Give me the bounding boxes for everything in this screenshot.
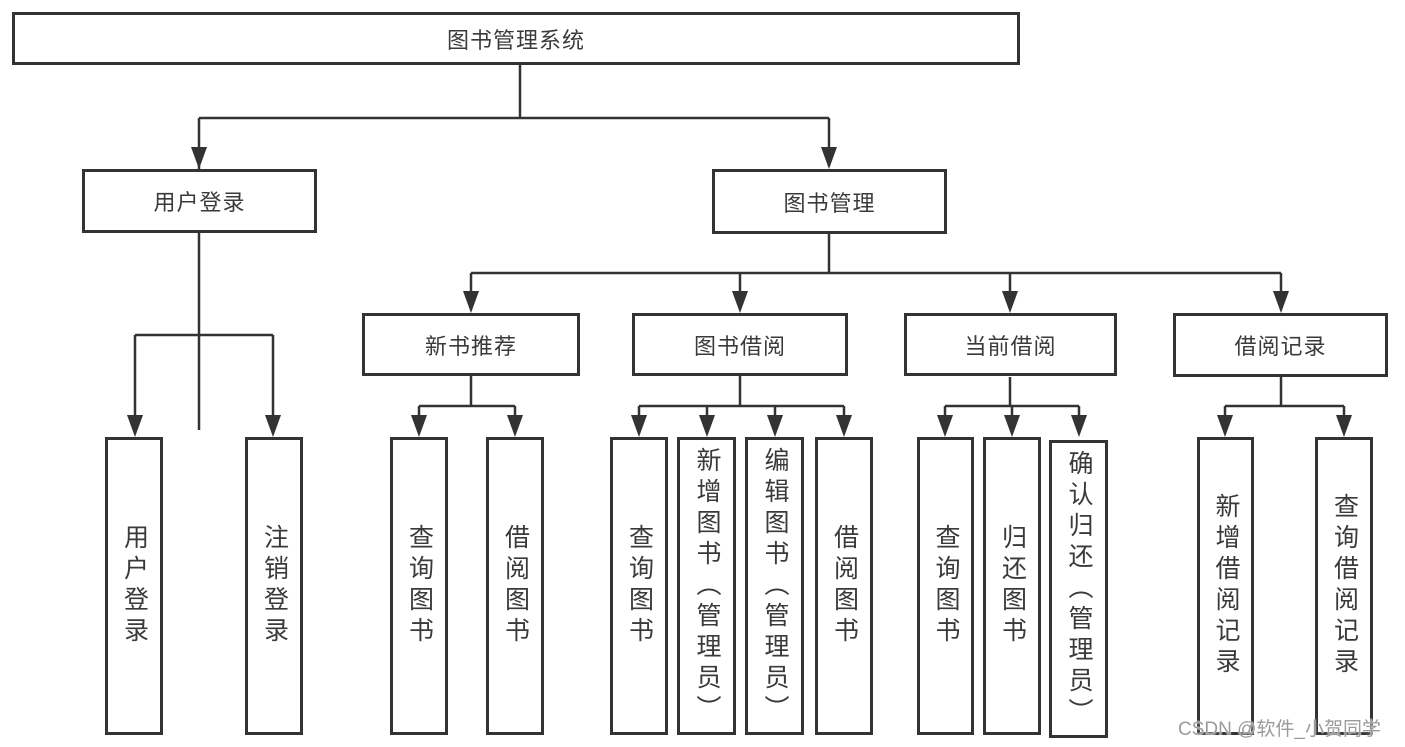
node-label: 用户登录 [153, 190, 246, 215]
node-library-management-system: 图书管理系统 [12, 12, 1020, 65]
node-label: 归还图书 [998, 524, 1027, 648]
node-new-book-recommendation: 新书推荐 [362, 313, 580, 376]
leaf-edit-books-admin: 编辑图书（管理员） [745, 437, 804, 735]
leaf-return-books: 归还图书 [983, 437, 1041, 735]
csdn-watermark: CSDN @软件_小贺同学 [1178, 719, 1381, 740]
leaf-confirm-return-admin: 确认归还（管理员） [1049, 440, 1108, 738]
node-label: 图书管理系统 [446, 27, 585, 53]
leaf-borrow-books: 借阅图书 [815, 437, 873, 735]
node-label: 查询图书 [625, 524, 654, 648]
node-label: 查询借阅记录 [1330, 493, 1359, 679]
leaf-query-borrow-record: 查询借阅记录 [1315, 437, 1373, 735]
leaf-add-borrow-record: 新增借阅记录 [1197, 437, 1254, 735]
node-borrowing-records: 借阅记录 [1173, 313, 1388, 377]
node-label: 用户登录 [120, 524, 149, 648]
node-label: 图书借阅 [693, 333, 786, 359]
node-label: 新书推荐 [424, 333, 517, 359]
node-label: 借阅图书 [501, 524, 530, 648]
node-label: 新增借阅记录 [1212, 493, 1240, 679]
leaf-user-login: 用户登录 [105, 437, 163, 735]
leaf-query-books-borrow: 查询图书 [610, 437, 668, 735]
node-label: 借阅图书 [830, 524, 859, 648]
node-label: 确认归还（管理员） [1065, 449, 1093, 729]
leaf-borrow-books-recommend: 借阅图书 [486, 437, 544, 735]
leaf-query-books-recommend: 查询图书 [390, 437, 448, 735]
node-current-borrowing: 当前借阅 [904, 313, 1117, 376]
leaf-logout: 注销登录 [245, 437, 303, 735]
leaf-query-books-current: 查询图书 [917, 437, 974, 735]
node-book-borrowing: 图书借阅 [632, 313, 848, 376]
node-book-management: 图书管理 [712, 169, 947, 234]
leaf-add-books-admin: 新增图书（管理员） [677, 437, 736, 735]
node-label: 图书管理 [783, 190, 876, 216]
node-label: 新增图书（管理员） [693, 446, 721, 726]
node-label: 查询图书 [932, 524, 960, 648]
node-label: 当前借阅 [964, 333, 1057, 359]
node-label: 编辑图书（管理员） [761, 446, 789, 726]
node-label: 查询图书 [405, 524, 434, 648]
arrowheads [127, 147, 1352, 437]
node-label: 注销登录 [260, 524, 289, 648]
node-user-login: 用户登录 [82, 169, 317, 233]
node-label: 借阅记录 [1234, 334, 1327, 359]
